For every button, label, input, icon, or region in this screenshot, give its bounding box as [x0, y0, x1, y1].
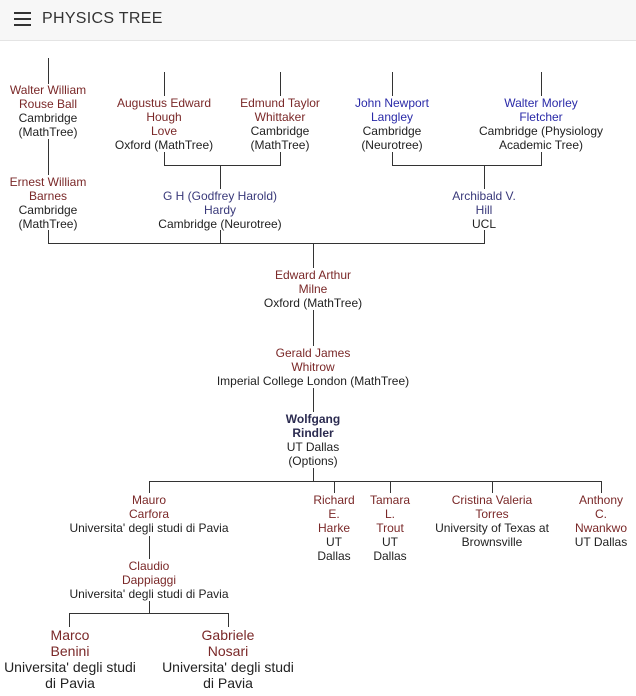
affiliation-label: UT	[382, 535, 398, 549]
person-name-link[interactable]: Gabriele	[201, 627, 255, 643]
person-name-link[interactable]: Nosari	[207, 643, 249, 659]
person-name-link[interactable]: Edmund Taylor	[240, 96, 320, 110]
affiliation-label: (MathTree)	[250, 138, 310, 152]
focus-person-name: Rindler	[292, 426, 334, 440]
person-name-link[interactable]: Whittaker	[254, 110, 306, 124]
person-name-link[interactable]: Augustus Edward	[116, 96, 212, 110]
affiliation-label: Dallas	[373, 549, 407, 563]
person-node-harke: Richard E. Harke UT Dallas	[304, 493, 364, 563]
affiliation-label: UCL	[471, 217, 496, 231]
affiliation-label: Oxford (MathTree)	[114, 138, 214, 152]
affiliation-label: Oxford (MathTree)	[263, 296, 363, 310]
person-name-link[interactable]: Tamara	[369, 493, 410, 507]
person-name-link[interactable]: Dappiaggi	[121, 573, 177, 587]
person-node-nwankwo: Anthony C. Nwankwo UT Dallas	[566, 493, 636, 549]
person-name-link[interactable]: Trout	[376, 521, 404, 535]
affiliation-label: Universita' degli studi	[4, 659, 136, 675]
focus-person-name: Wolfgang	[285, 412, 341, 426]
person-name-link[interactable]: Fletcher	[519, 110, 563, 124]
person-name-link[interactable]: Torres	[475, 507, 509, 521]
person-name-link[interactable]: Ernest William	[9, 175, 87, 189]
person-node-hill: Archibald V. Hill UCL	[424, 189, 544, 231]
affiliation-label: (MathTree)	[18, 217, 78, 231]
person-node-trout: Tamara L. Trout UT Dallas	[360, 493, 420, 563]
person-node-whitrow: Gerald James Whitrow Imperial College Lo…	[193, 346, 433, 388]
person-node-benini: Marco Benini Universita' degli studi di …	[0, 627, 140, 691]
affiliation-label: Dallas	[317, 549, 351, 563]
affiliation-label: University of Texas at	[435, 521, 549, 535]
person-node-fletcher: Walter Morley Fletcher Cambridge (Physio…	[466, 96, 616, 152]
affiliation-label: (Neurotree)	[361, 138, 423, 152]
person-name-link[interactable]: Cristina Valeria	[451, 493, 533, 507]
person-name-link[interactable]: Love	[150, 124, 178, 138]
person-name-link[interactable]: L.	[384, 507, 395, 521]
person-name-link[interactable]: Milne	[298, 282, 328, 296]
affiliation-label: Academic Tree)	[498, 138, 584, 152]
affiliation-label: Imperial College London (MathTree)	[216, 374, 410, 388]
person-node-milne: Edward Arthur Milne Oxford (MathTree)	[223, 268, 403, 310]
person-name-link[interactable]: Whitrow	[291, 360, 335, 374]
affiliation-label: Universita' degli studi di Pavia	[69, 587, 229, 601]
affiliation-label: UT Dallas	[574, 535, 628, 549]
person-node-dappiaggi: Claudio Dappiaggi Universita' degli stud…	[49, 559, 249, 601]
person-name-link[interactable]: Barnes	[28, 189, 68, 203]
person-name-link[interactable]: Benini	[50, 643, 90, 659]
affiliation-label: Universita' degli studi	[162, 659, 294, 675]
affiliation-label: Cambridge	[250, 124, 310, 138]
person-name-link[interactable]: Archibald V.	[452, 189, 516, 203]
person-name-link[interactable]: Rouse Ball	[18, 97, 78, 111]
person-node-whittaker: Edmund Taylor Whittaker Cambridge (MathT…	[220, 96, 340, 152]
affiliation-label: Universita' degli studi di Pavia	[69, 521, 229, 535]
affiliation-label: UT Dallas	[286, 440, 340, 454]
person-name-link[interactable]: Hardy	[203, 203, 236, 217]
affiliation-label: Cambridge (Physiology	[478, 124, 604, 138]
person-node-carfora: Mauro Carfora Universita' degli studi di…	[49, 493, 249, 535]
person-name-link[interactable]: Nwankwo	[574, 521, 628, 535]
person-name-link[interactable]: Anthony	[578, 493, 624, 507]
person-node-nosari: Gabriele Nosari Universita' degli studi …	[156, 627, 300, 691]
app-header: PHYSICS TREE	[0, 0, 636, 41]
affiliation-label: Cambridge (Neurotree)	[158, 217, 282, 231]
person-node-rindler: Wolfgang Rindler UT Dallas (Options)	[253, 412, 373, 468]
person-name-link[interactable]: Mauro	[131, 493, 166, 507]
page-title: PHYSICS TREE	[42, 10, 163, 27]
person-name-link[interactable]: John Newport	[354, 96, 430, 110]
affiliation-label: Cambridge	[362, 124, 422, 138]
person-name-link[interactable]: E.	[328, 507, 340, 521]
person-name-link[interactable]: Richard	[313, 493, 355, 507]
person-name-link[interactable]: Carfora	[128, 507, 169, 521]
affiliation-label: Cambridge	[18, 203, 78, 217]
person-name-link[interactable]: Langley	[370, 110, 414, 124]
person-node-torres: Cristina Valeria Torres University of Te…	[422, 493, 562, 549]
affiliation-label: UT	[326, 535, 342, 549]
person-node-hardy: G H (Godfrey Harold) Hardy Cambridge (Ne…	[140, 189, 300, 231]
person-name-link[interactable]: Marco	[50, 627, 90, 643]
affiliation-label: di Pavia	[45, 675, 95, 691]
person-name-link[interactable]: Hill	[475, 203, 493, 217]
person-node-barnes: Ernest William Barnes Cambridge (MathTre…	[0, 175, 108, 231]
affiliation-label: Cambridge	[18, 111, 78, 125]
options-link[interactable]: (Options)	[288, 454, 338, 468]
person-node-love: Augustus Edward Hough Love Oxford (MathT…	[104, 96, 224, 152]
person-name-link[interactable]: C.	[595, 507, 607, 521]
person-name-link[interactable]: Hough	[146, 110, 182, 124]
person-name-link[interactable]: Edward Arthur	[274, 268, 352, 282]
hamburger-menu-icon[interactable]	[14, 12, 31, 26]
person-name-link[interactable]: Harke	[317, 521, 350, 535]
affiliation-label: di Pavia	[203, 675, 253, 691]
affiliation-label: (MathTree)	[18, 125, 78, 139]
person-name-link[interactable]: Walter Morley	[504, 96, 578, 110]
person-node-langley: John Newport Langley Cambridge (Neurotre…	[332, 96, 452, 152]
person-name-link[interactable]: Walter William	[9, 83, 87, 97]
person-node-rouse-ball: Walter William Rouse Ball Cambridge (Mat…	[0, 83, 108, 139]
person-name-link[interactable]: Claudio	[128, 559, 170, 573]
affiliation-label: Brownsville	[461, 535, 523, 549]
person-name-link[interactable]: G H (Godfrey Harold)	[162, 189, 278, 203]
person-name-link[interactable]: Gerald James	[275, 346, 351, 360]
